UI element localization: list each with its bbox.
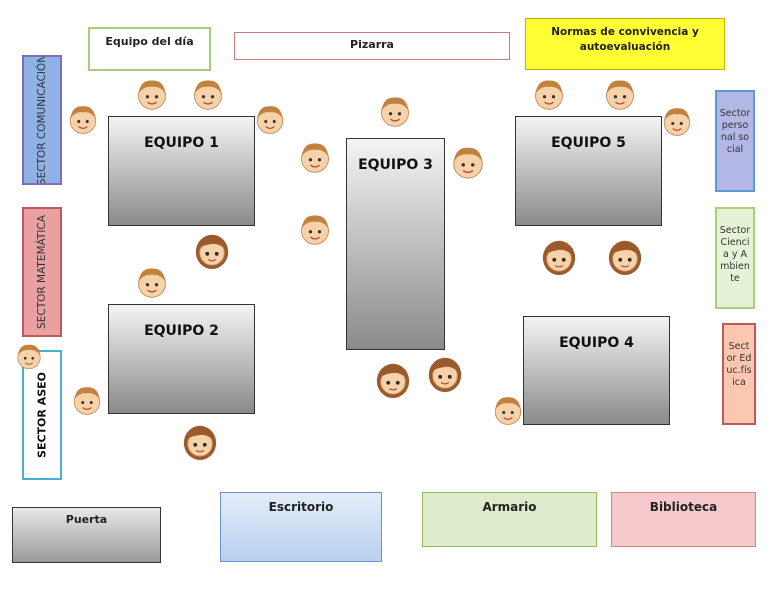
- boy-face-icon: [17, 344, 41, 370]
- puerta-label: Puerta: [12, 507, 161, 563]
- boy-face-icon: [194, 80, 222, 110]
- equipo-4-table: EQUIPO 4: [523, 316, 670, 425]
- sector-comunicacion-label: SECTOR COMUNICACIÓN: [36, 55, 48, 185]
- sector-matematica: SECTOR MATEMÁTICA: [22, 207, 62, 337]
- boy-face-icon: [301, 215, 329, 245]
- equipo-3-table: EQUIPO 3: [346, 138, 445, 350]
- boy-face-icon: [138, 80, 166, 110]
- sector-personal-social: Sector personal social: [715, 90, 755, 192]
- boy-face-icon: [69, 106, 97, 134]
- boy-face-icon: [73, 387, 101, 415]
- girl-face-icon: [376, 363, 410, 398]
- equipo-2-label: EQUIPO 2: [144, 323, 219, 339]
- girl-face-icon: [542, 240, 576, 275]
- equipo-del-dia-label: Equipo del día: [88, 27, 211, 71]
- equipo-5-table: EQUIPO 5: [515, 116, 662, 226]
- sector-ciencia-ambiente: Sector Ciencia y Ambiente: [715, 207, 755, 309]
- equipo-5-label: EQUIPO 5: [551, 135, 626, 151]
- girl-face-icon: [195, 234, 229, 269]
- pizarra-label: Pizarra: [234, 32, 510, 60]
- equipo-1-label: EQUIPO 1: [144, 135, 219, 151]
- girl-face-icon: [428, 357, 462, 393]
- sector-matematica-label: SECTOR MATEMÁTICA: [36, 215, 48, 329]
- sector-comunicacion: SECTOR COMUNICACIÓN: [22, 55, 62, 185]
- biblioteca-label: Biblioteca: [611, 492, 756, 547]
- equipo-3-label: EQUIPO 3: [358, 157, 433, 173]
- girl-face-icon: [183, 425, 217, 460]
- girl-face-icon: [608, 240, 642, 275]
- sector-aseo: SECTOR ASEO: [22, 350, 62, 480]
- equipo-1-table: EQUIPO 1: [108, 116, 255, 226]
- equipo-2-table: EQUIPO 2: [108, 304, 255, 414]
- boy-face-icon: [301, 143, 329, 173]
- escritorio-label: Escritorio: [220, 492, 382, 562]
- boy-face-icon: [138, 268, 166, 298]
- boy-face-icon: [256, 106, 284, 134]
- normas-label: Normas de convivencia y autoevaluación: [525, 18, 725, 70]
- boy-face-icon: [606, 80, 634, 110]
- boy-face-icon: [494, 397, 522, 425]
- armario-label: Armario: [422, 492, 597, 547]
- sector-aseo-label: SECTOR ASEO: [35, 372, 49, 458]
- boy-face-icon: [381, 97, 409, 127]
- boy-face-icon: [453, 147, 483, 179]
- equipo-4-label: EQUIPO 4: [559, 335, 634, 351]
- boy-face-icon: [535, 80, 563, 110]
- boy-face-icon: [663, 108, 691, 136]
- sector-educ-fisica: Sector Educ.física: [722, 323, 756, 425]
